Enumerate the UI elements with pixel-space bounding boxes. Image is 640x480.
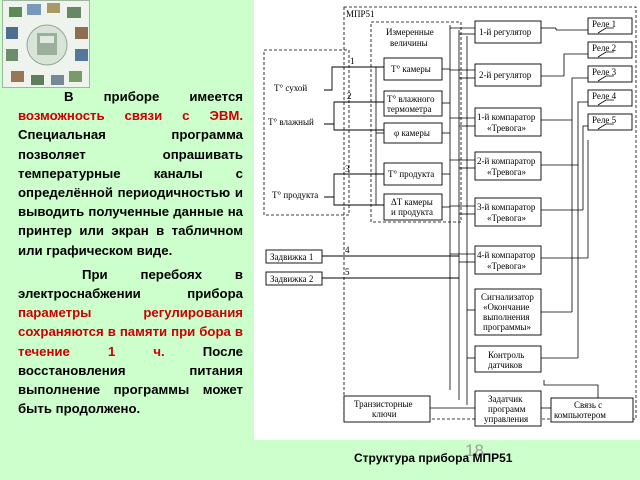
measure-wet-box [383,90,443,117]
signal-2: «Окончание [483,302,529,312]
group-label-1: Измеренные [386,27,434,37]
measure-product: T° продукта [388,169,434,179]
cmp4-label: 4-й компаратор [477,250,536,260]
relay3-label: Реле 3 [592,67,617,77]
page-number: 18 [465,441,484,460]
relay3-box [587,65,633,83]
relay2-label: Реле 2 [592,43,616,53]
valve2-label: Задвижка 2 [270,274,313,284]
p2-text-b: После восстановления питания выполнение … [18,343,243,417]
valve1-box [265,249,323,264]
measure-phi: φ камеры [394,128,430,138]
sensors-boundary [263,49,350,216]
relay5-label: Реле 5 [592,115,617,125]
reg2-label: 2-й регулятор [479,70,532,80]
computer-link-box [550,397,634,423]
measure-delta-1: ΔT камеры [391,197,433,207]
line-num-2: 2 [347,91,352,101]
line-num-1: 1 [350,56,355,66]
measure-wet-1: T° влажного [387,94,435,104]
sensor-wet: T° влажный [268,117,314,127]
p1-text-a: В приборе имеется [64,89,243,104]
cmp1-alarm: «Тревога» [487,123,526,133]
measure-wet-2: термометра [387,104,432,114]
cmp3-alarm: «Тревога» [487,213,526,223]
program-setter-box [474,390,542,427]
reg2-box [474,63,542,87]
p1-text-b: Специальная программа позволяет опрашива… [18,127,243,258]
sensor-dry: T° сухой [274,83,307,93]
reg1-label: 1-й регулятор [479,27,532,37]
setter-3: управления [484,414,528,424]
cmp4-alarm: «Тревога» [487,261,526,271]
cmp1-label: 1-й компаратор [477,112,536,122]
logo-collage [2,0,90,88]
sensor-control-2: датчиков [488,360,522,370]
valve2-box [265,271,323,286]
relay4-label: Реле 4 [592,91,617,101]
device-title: МПР51 [346,9,375,19]
p2-highlight: параметры регулирования сохраняются в па… [18,305,243,359]
signal-1: Сигнализатор [481,292,534,302]
paragraph-2: При перебоях в электроснабжении прибора … [18,265,243,419]
measure-delta-2: и продукта [391,207,433,217]
relay1-box [587,17,633,35]
computer-link-2: компьютером [554,410,606,420]
sensor-product: T° продукта [272,190,318,200]
sensor-control-1: Контроль [488,350,524,360]
structure-diagram: МПР51 Измеренные величины T° сухой T° вл… [254,0,640,440]
body-text: В приборе имеется возможность связи с ЭВ… [18,87,243,418]
cmp2-alarm: «Тревога» [487,167,526,177]
cmp1-box [474,107,542,137]
group-label-2: величины [390,38,428,48]
setter-1: Задатчик [488,394,523,404]
valve1-label: Задвижка 1 [270,252,313,262]
p1-highlight: возможность связи с ЭВМ. [18,108,243,124]
cmp2-box [474,151,542,181]
setter-2: программ [488,404,526,414]
cmp3-label: 3-й компаратор [477,202,536,212]
sensor-control-box [474,345,542,373]
measure-chamber: T° камеры [391,64,431,74]
computer-link-1: Связь с [574,400,602,410]
relay2-box [587,41,633,59]
line-num-4: 4 [345,245,350,255]
line-num-5: 5 [345,267,350,277]
relay1-label: Реле 1 [592,19,616,29]
cmp3-box [474,197,542,227]
caption: Структура прибора МПР51 [354,451,513,465]
transistor-keys-1: Транзисторные [354,399,413,409]
cmp4-box [474,245,542,275]
signal-3: выполнения [483,312,530,322]
reg1-box [474,20,542,44]
paragraph-1: В приборе имеется возможность связи с ЭВ… [18,87,243,260]
transistor-keys-2: ключи [372,409,397,419]
transistor-keys-box [343,395,431,423]
relay5-box [587,113,633,131]
cmp2-label: 2-й компаратор [477,156,536,166]
relay4-box [587,89,633,107]
signal-4: программы» [483,322,531,332]
measured-group-boundary [370,21,462,223]
line-num-3: 3 [345,164,350,174]
p2-text-a: При перебоях в электроснабжении прибора [18,266,243,302]
